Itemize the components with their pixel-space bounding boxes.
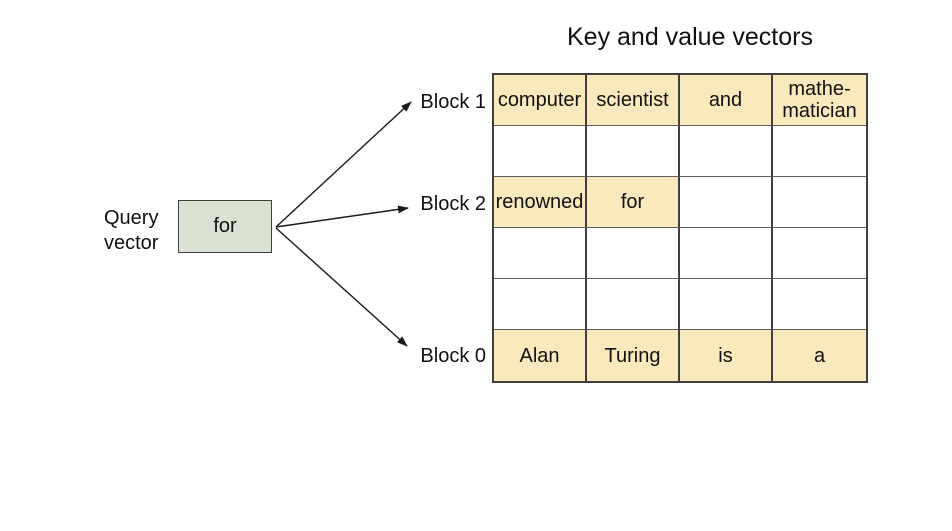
table-cell [587, 279, 680, 330]
arrow-to-block-2 [275, 205, 409, 228]
table-cell [773, 126, 866, 177]
arrow-to-block-0 [275, 227, 408, 347]
table-cell [773, 177, 866, 228]
table-cell [680, 126, 773, 177]
table-cell: scientist [587, 75, 680, 126]
table-cell: Alan [494, 330, 587, 381]
table-cell [680, 279, 773, 330]
table-cell [773, 228, 866, 279]
table-cell [680, 177, 773, 228]
table-cell: and [680, 75, 773, 126]
query-vector-label: Query vector [104, 207, 159, 254]
arrow-to-block-1 [275, 101, 412, 228]
table-cell: mathe- matician [773, 75, 866, 126]
block-label-0: Block 0 [420, 345, 486, 367]
table-cell: a [773, 330, 866, 381]
table-cell [680, 228, 773, 279]
key-value-table: computer scientist and mathe- matician r… [492, 73, 868, 383]
table-title: Key and value vectors [567, 23, 813, 51]
table-cell [494, 228, 587, 279]
table-cell: computer [494, 75, 587, 126]
block-label-1: Block 1 [420, 91, 486, 113]
table-cell [587, 228, 680, 279]
table-cell: Turing [587, 330, 680, 381]
table-cell [494, 279, 587, 330]
table-cell: is [680, 330, 773, 381]
block-label-2: Block 2 [420, 193, 486, 215]
table-cell: renowned [494, 177, 587, 228]
table-cell [494, 126, 587, 177]
table-cell [773, 279, 866, 330]
table-cell: for [587, 177, 680, 228]
table-cell [587, 126, 680, 177]
query-vector-value: for [213, 215, 237, 237]
query-vector-box: for [178, 200, 272, 253]
